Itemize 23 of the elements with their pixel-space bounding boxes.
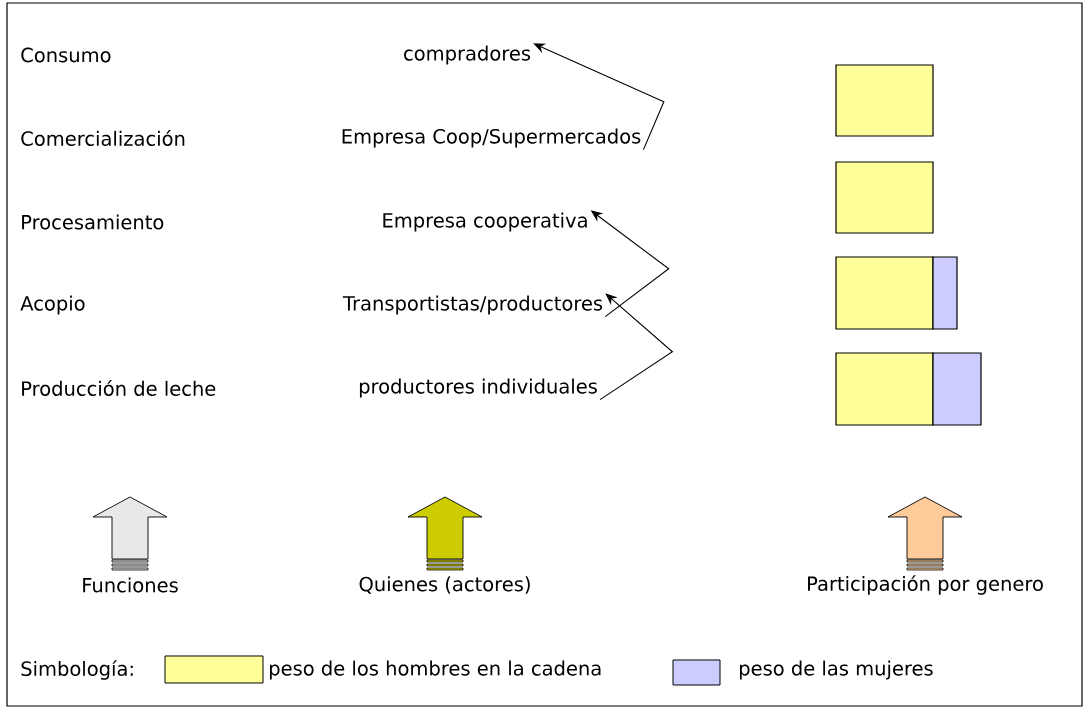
bar bbox=[835, 64, 934, 137]
bar bbox=[932, 352, 982, 426]
arrow-label: Quienes (actores) bbox=[359, 576, 530, 594]
function-label: Simbología: bbox=[21, 660, 133, 680]
legend-label: peso de las mujeres bbox=[740, 660, 933, 680]
bar bbox=[835, 352, 934, 426]
actor-label: Empresa Coop/Supermercados bbox=[342, 128, 641, 148]
arrow-label: Participación por genero bbox=[808, 575, 1043, 595]
function-label: Acopio bbox=[20, 295, 85, 315]
actor-label: Empresa cooperativa bbox=[383, 212, 587, 232]
function-label: Comercialización bbox=[21, 130, 185, 146]
actor-label: Transportistas/productores bbox=[342, 295, 603, 315]
arrow-label: Funciones bbox=[83, 577, 178, 593]
function-label: Consumo bbox=[21, 47, 111, 63]
legend-label: peso de los hombres en la cadena bbox=[270, 660, 601, 680]
actor-label: compradores bbox=[404, 45, 531, 65]
bar bbox=[835, 161, 934, 234]
bar bbox=[932, 256, 958, 330]
bar bbox=[835, 256, 934, 330]
function-label: Producción de leche bbox=[22, 380, 216, 396]
chevron-arrow bbox=[599, 293, 674, 401]
function-label: Procesamiento bbox=[22, 214, 164, 230]
actor-label: productores individuales bbox=[359, 378, 597, 398]
